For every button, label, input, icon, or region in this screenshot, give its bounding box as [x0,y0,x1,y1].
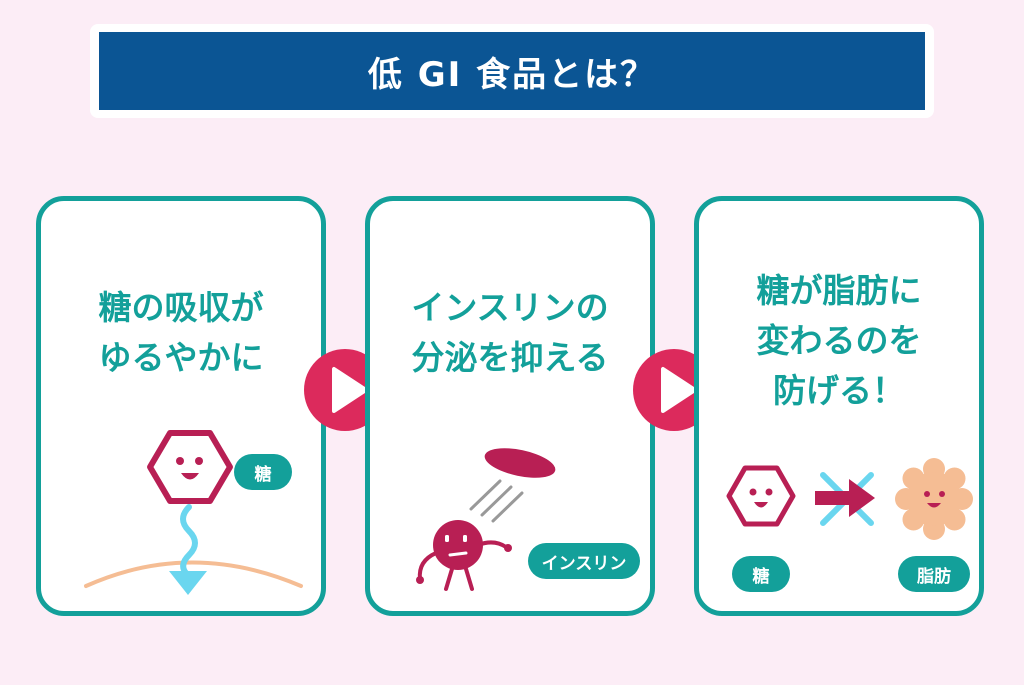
sugar-hexagon-icon [147,430,233,504]
sugar-hexagon-icon [726,465,796,527]
panel-absorption-text: 糖の吸収が ゆるやかに [41,283,321,383]
panel-fat: 糖が脂肪に 変わるのを 防げる！ [694,196,984,616]
fat-label: 脂肪 [898,556,970,592]
absorption-membrane [84,560,303,588]
insulin-character-icon [416,520,512,591]
panel-fat-line-3: 防げる！ [773,371,905,410]
panel-insulin-line-1: インスリンの [411,288,609,327]
fat-illustration [726,458,973,540]
panel-absorption-line-1: 糖の吸収が [98,288,264,327]
panel-fat-line-1: 糖が脂肪に [756,271,922,310]
panel-fat-text: 糖が脂肪に 変わるのを 防げる！ [699,266,979,416]
flying-disc-icon [484,448,556,478]
insulin-illustration [416,448,556,591]
page-title: 低 GI 食品とは？ [99,32,925,110]
fat-cell-icon [895,458,973,540]
panel-absorption-line-2: ゆるやかに [98,338,264,377]
panel-insulin-text: インスリンの 分泌を抑える [370,283,650,383]
panel-insulin: インスリンの 分泌を抑える インスリン [365,196,655,616]
panel-fat-line-2: 変わるのを [756,321,922,360]
panel-absorption: 糖の吸収が ゆるやかに 糖 [36,196,326,616]
motion-lines-icon [469,479,524,523]
wavy-down-arrow-icon [169,504,207,595]
insulin-label: インスリン [528,543,640,579]
conversion-arrow-icon [815,479,875,517]
sugar-label: 糖 [234,454,292,490]
sugar-label: 糖 [732,556,790,592]
panel-insulin-line-2: 分泌を抑える [411,338,609,377]
absorption-illustration [84,430,303,595]
